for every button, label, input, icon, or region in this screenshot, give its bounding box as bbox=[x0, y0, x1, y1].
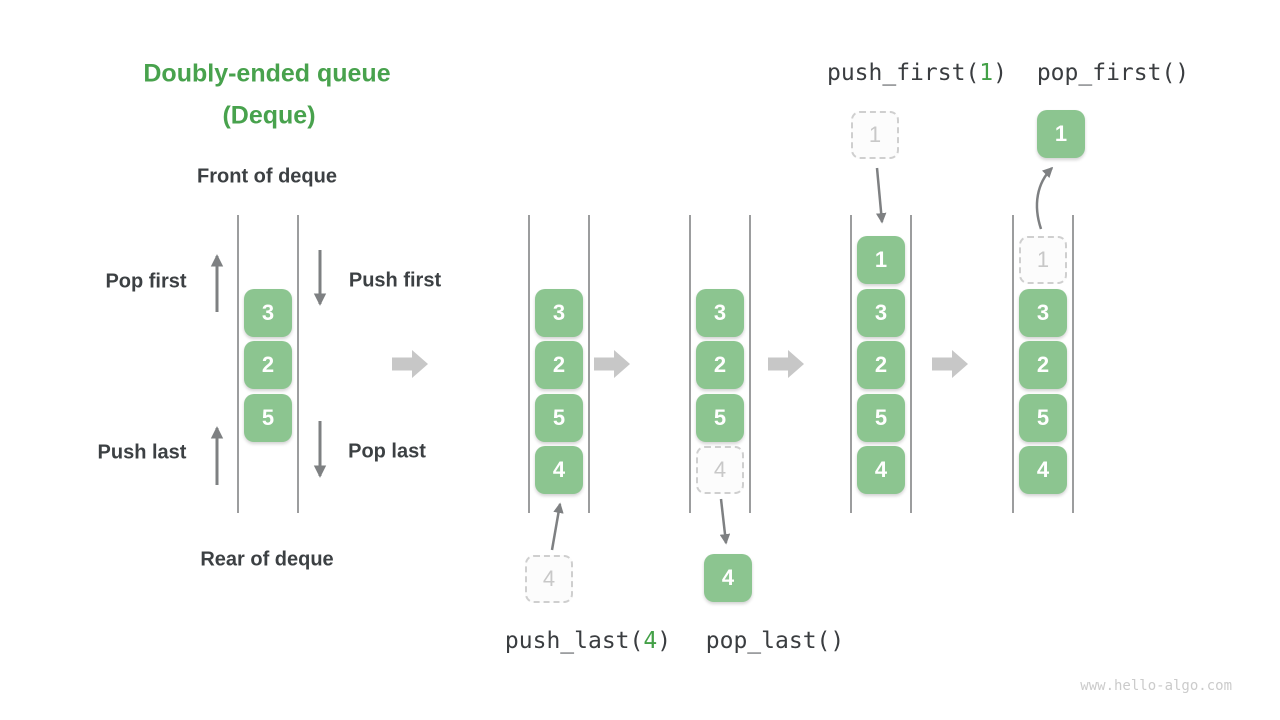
cell-pop-first-result: 1 bbox=[1037, 110, 1085, 158]
flow-arrows bbox=[210, 166, 1054, 551]
push-last-operation-label: push_last(4) bbox=[505, 628, 671, 654]
deque-pop-last-pending-cell-2: 2 bbox=[696, 341, 744, 389]
deque-pop-last-pending-cell-5: 5 bbox=[696, 393, 744, 442]
deque-initial-cell-2: 2 bbox=[244, 341, 292, 389]
cell-push-first-source: 1 bbox=[851, 111, 899, 159]
diagram-title-line1: Doubly-ended queue bbox=[143, 59, 391, 88]
push-first-operation-label: push_first(1) bbox=[827, 60, 1007, 86]
pop-first-operation-label: pop_first() bbox=[1037, 60, 1189, 86]
deque-pop-first-pending-cell-4: 4 bbox=[1019, 446, 1067, 494]
code-text: pop_last() bbox=[705, 628, 845, 654]
pop-first-label: Pop first bbox=[105, 270, 187, 293]
flow-arrow bbox=[1035, 166, 1054, 230]
transition-arrow-icon bbox=[768, 350, 804, 378]
deque-after-push-first-cell-2: 2 bbox=[857, 341, 905, 389]
deque-pop-first-pending-cell-5: 5 bbox=[1019, 393, 1067, 442]
transition-arrows bbox=[392, 350, 968, 378]
watermark: www.hello-algo.com bbox=[1080, 678, 1232, 694]
deque-after-push-first-cell-5: 5 bbox=[857, 393, 905, 442]
deque-after-push-last-cell-2: 2 bbox=[535, 341, 583, 389]
transition-arrow-icon bbox=[392, 350, 428, 378]
flow-arrow bbox=[719, 498, 731, 545]
code-text: push_first( bbox=[826, 60, 980, 86]
rear-of-deque-label: Rear of deque bbox=[200, 548, 334, 571]
front-of-deque-label: Front of deque bbox=[197, 165, 337, 188]
deque-after-push-first-cell-1: 1 bbox=[857, 236, 905, 284]
flow-arrow bbox=[875, 167, 887, 224]
deque-pop-first-pending-cell-1: 1 bbox=[1019, 236, 1067, 284]
code-text: push_last( bbox=[504, 628, 644, 654]
push-first-label: Push first bbox=[348, 269, 442, 292]
transition-arrow-icon bbox=[594, 350, 630, 378]
pop-last-label: Pop last bbox=[348, 440, 426, 463]
deque-after-push-last-cell-5: 5 bbox=[535, 393, 583, 442]
deque-after-push-last-cell-4: 4 bbox=[535, 446, 583, 494]
deque-channels bbox=[237, 215, 1074, 513]
code-text: ) bbox=[657, 628, 672, 654]
diagram-title-line2: (Deque) bbox=[222, 101, 316, 130]
deque-initial-cell-5: 5 bbox=[244, 393, 292, 442]
code-argument: 1 bbox=[979, 60, 994, 86]
code-text: pop_first() bbox=[1036, 60, 1190, 86]
push-last-label: Push last bbox=[97, 441, 187, 464]
transition-arrow-icon bbox=[932, 350, 968, 378]
code-argument: 4 bbox=[643, 628, 658, 654]
cell-push-last-source: 4 bbox=[525, 555, 573, 603]
cell-pop-last-result: 4 bbox=[704, 554, 752, 602]
deque-after-push-first-cell-4: 4 bbox=[857, 446, 905, 494]
deque-pop-last-pending-cell-3: 3 bbox=[696, 288, 744, 337]
deque-pop-first-pending-cell-2: 2 bbox=[1019, 341, 1067, 389]
deque-initial-cell-3: 3 bbox=[244, 288, 292, 337]
flow-arrow bbox=[550, 502, 564, 551]
deque-pop-last-pending-cell-4: 4 bbox=[696, 446, 744, 494]
deque-pop-first-pending-cell-3: 3 bbox=[1019, 288, 1067, 337]
pop-last-operation-label: pop_last() bbox=[706, 628, 844, 654]
deque-after-push-first-cell-3: 3 bbox=[857, 288, 905, 337]
code-text: ) bbox=[993, 60, 1008, 86]
deque-after-push-last-cell-3: 3 bbox=[535, 288, 583, 337]
